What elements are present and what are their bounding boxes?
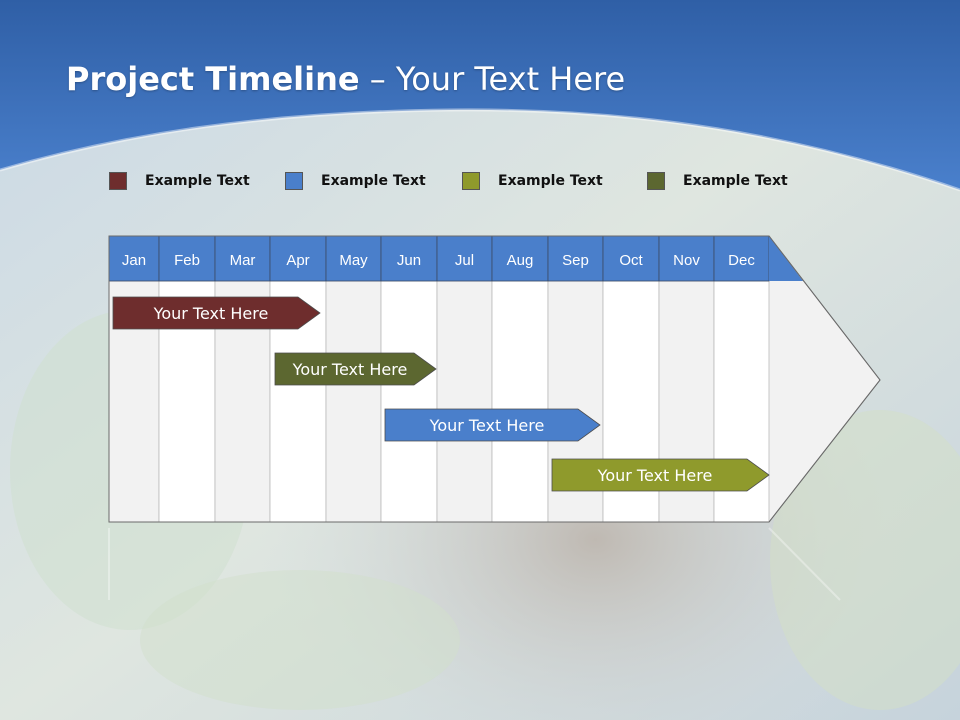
timeline-reflection	[108, 527, 841, 601]
month-header: Jan Feb Mar Apr May Jun Jul Aug Sep Oct Nov Dec	[108, 235, 803, 282]
timeline-arrow-outline	[108, 235, 881, 523]
month-label: Jun	[397, 252, 421, 269]
month-label: Dec	[728, 252, 755, 269]
timeline-bar-label: Your Text Here	[153, 304, 269, 323]
timeline-bar-shape	[551, 458, 770, 492]
month-column	[436, 280, 493, 523]
month-column	[380, 280, 438, 523]
month-label: Mar	[230, 252, 256, 269]
legend-swatch	[109, 172, 127, 190]
legend-item: Example Text	[109, 170, 250, 192]
month-column	[491, 280, 549, 523]
timeline-bar: Your Text Here	[384, 408, 601, 442]
timeline-bar: Your Text Here	[112, 296, 321, 330]
month-label: Jul	[455, 252, 474, 269]
month-label: Aug	[507, 252, 534, 269]
title-rest: Your Text Here	[395, 60, 626, 98]
legend-item: Example Text	[285, 170, 426, 192]
month-header-cell	[269, 235, 327, 282]
timeline-bar-label: Your Text Here	[429, 416, 545, 435]
month-header-cell	[547, 235, 604, 282]
legend-swatch	[285, 172, 303, 190]
timeline-bar-shape	[384, 408, 601, 442]
timeline-bar: Your Text Here	[551, 458, 770, 492]
legend-item: Example Text	[647, 170, 788, 192]
timeline-bar-label: Your Text Here	[597, 466, 713, 485]
month-label: Sep	[562, 252, 589, 269]
month-label: Feb	[174, 252, 200, 269]
legend-swatch	[647, 172, 665, 190]
month-label: Apr	[286, 252, 309, 269]
timeline-bar-shape	[274, 352, 437, 386]
legend-label: Example Text	[683, 173, 788, 189]
timeline-bar: Your Text Here	[274, 352, 437, 386]
legend-label: Example Text	[498, 173, 603, 189]
month-header-cell	[214, 235, 271, 282]
month-column	[325, 280, 382, 523]
legend-item: Example Text	[462, 170, 603, 192]
month-label: Jan	[122, 252, 146, 269]
month-label: May	[339, 252, 368, 269]
timeline-bar-label: Your Text Here	[292, 360, 408, 379]
page-title: Project Timeline – Your Text Here	[66, 60, 625, 98]
legend-label: Example Text	[321, 173, 426, 189]
month-header-cell	[380, 235, 438, 282]
legend-label: Example Text	[145, 173, 250, 189]
month-label: Nov	[673, 252, 700, 269]
timeline-bar-shape	[112, 296, 321, 330]
legend-swatch	[462, 172, 480, 190]
month-label: Oct	[619, 252, 643, 269]
month-header-cell	[325, 235, 382, 282]
month-header-cell	[436, 235, 493, 282]
title-bold: Project Timeline	[66, 60, 360, 98]
legend: Example Text Example Text Example Text E…	[0, 170, 960, 200]
title-separator: –	[359, 60, 396, 98]
